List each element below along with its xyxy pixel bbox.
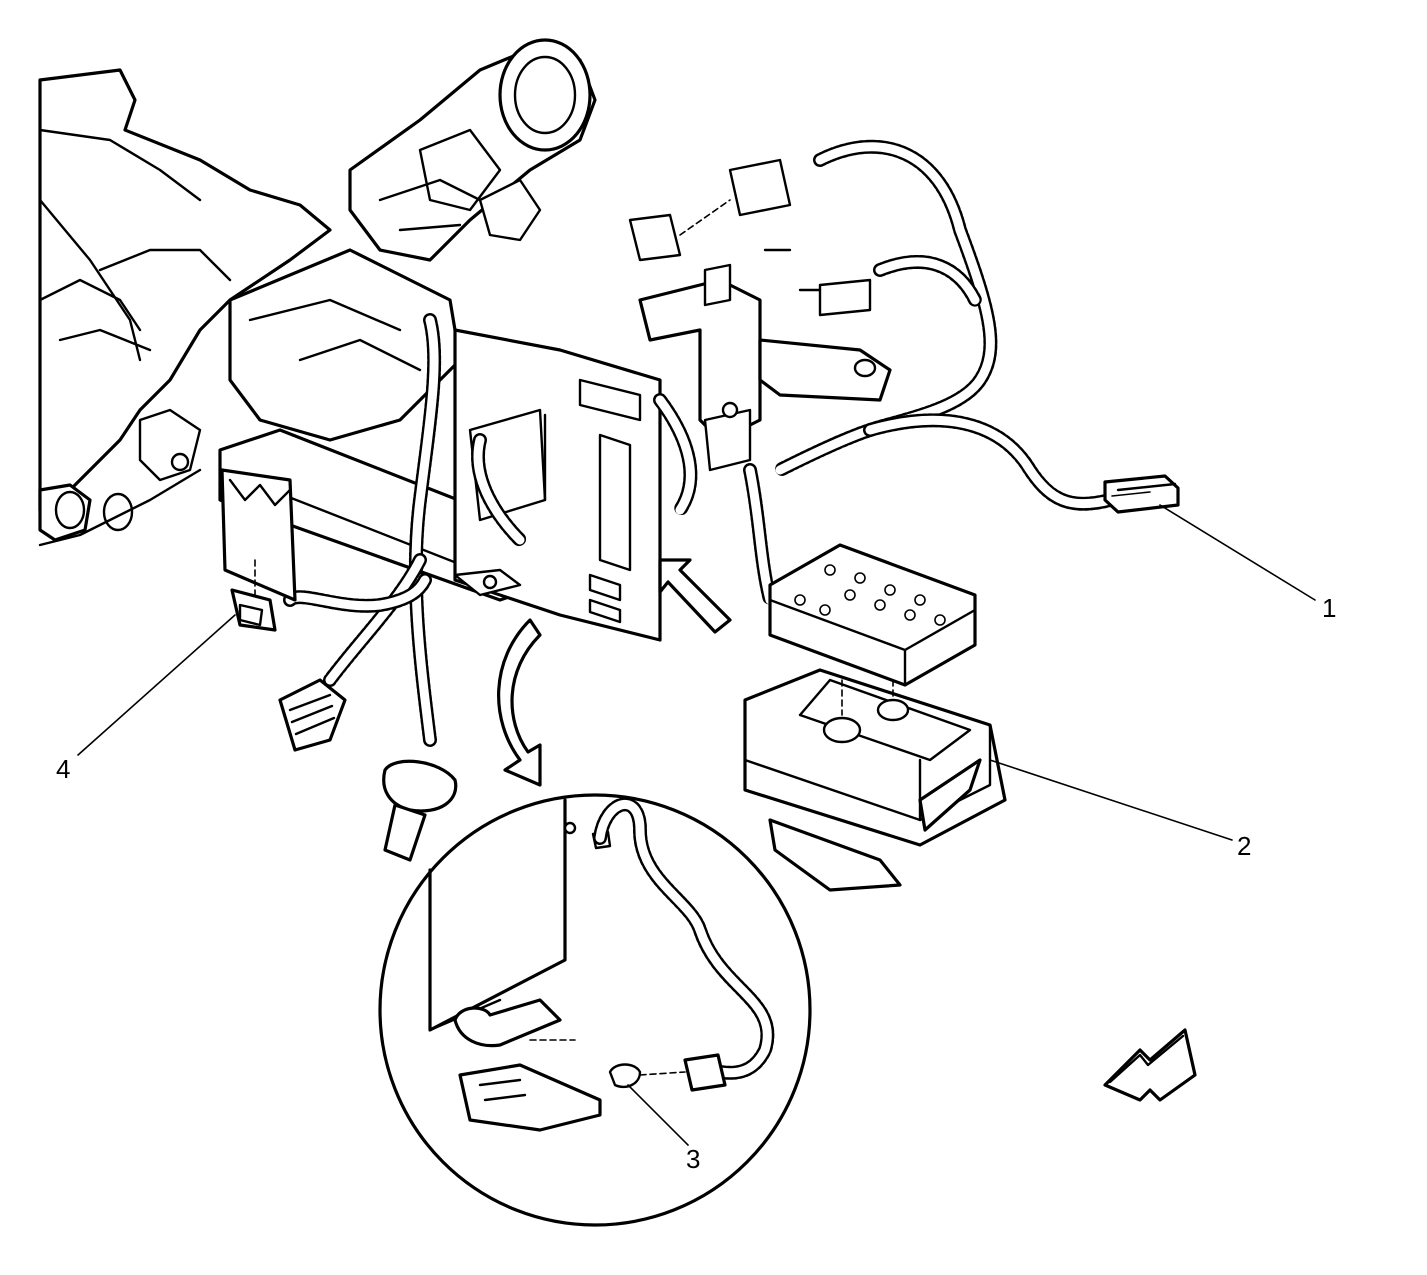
install-arrow-icon [658,558,732,634]
harness-connector-1 [1103,474,1180,514]
harness-connector-left [278,678,458,862]
leader-lines [77,504,1316,1146]
bulb-socket-4 [220,468,297,632]
junction-block-2 [743,668,1007,892]
detail-view-circle [378,793,812,1227]
junction-block-cover [768,543,977,687]
callout-2: 2 [1237,831,1251,861]
relay-bracket [628,158,892,472]
callout-3: 3 [686,1144,700,1174]
callout-1: 1 [1322,593,1336,623]
callout-4: 4 [56,754,70,784]
curved-arrow-icon [497,618,542,787]
wiring-harness [283,139,1117,747]
direction-arrow-icon [1103,1028,1197,1102]
instrument-panel-frame [38,68,332,547]
steering-column [348,38,597,262]
